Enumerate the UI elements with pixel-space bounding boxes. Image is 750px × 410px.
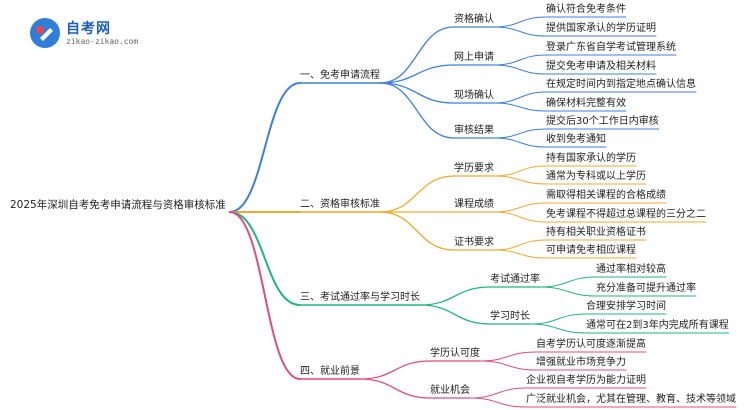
leaf-3-1-1: 通过率相对较高 xyxy=(596,264,666,275)
branch-node-1: 一、免考申请流程 xyxy=(300,70,380,81)
leaf-link-2-2-2 xyxy=(493,211,547,223)
logo-title: 自考网 xyxy=(66,21,111,37)
leaf-link-2-1-1 xyxy=(493,165,547,177)
branch-link-1-1 xyxy=(379,26,455,84)
leaf-2-1-1: 持有国家承认的学历 xyxy=(546,153,636,164)
leaf-4-1-2: 增强就业市场竞争力 xyxy=(536,357,626,368)
branch-link-2-3 xyxy=(379,211,455,251)
leaf-link-1-1-1 xyxy=(493,16,547,28)
logo-emblem-icon xyxy=(30,18,60,48)
root-node: 2025年深圳自考免考申请流程与资格审核标准 xyxy=(10,199,226,211)
branch-link-1-2 xyxy=(379,64,455,84)
leaf-link-1-2-2 xyxy=(493,64,547,75)
subnode-3-1: 考试通过率 xyxy=(490,274,540,285)
leaf-link-1-3-2 xyxy=(493,102,547,112)
branch-link-4-1 xyxy=(359,360,431,380)
leaf-2-3-2: 可申请免考相应课程 xyxy=(546,245,636,256)
root-link-1 xyxy=(228,82,301,213)
leaf-3-2-1: 合理安排学习时间 xyxy=(586,301,666,312)
leaf-1-3-2: 确保材料完整有效 xyxy=(546,98,626,109)
leaf-link-2-2-1 xyxy=(493,202,547,213)
subnode-1-3: 现场确认 xyxy=(454,90,494,101)
branch-link-2-1 xyxy=(379,175,455,213)
leaf-1-4-1: 提交后30个工作日内审核 xyxy=(546,116,659,127)
site-logo[interactable]: 自考网 zikao-zikao.com xyxy=(30,18,140,50)
leaf-link-1-2-1 xyxy=(493,54,547,66)
leaf-link-4-2-1 xyxy=(469,387,527,399)
root-link-4 xyxy=(228,211,301,380)
leaf-1-1-1: 确认符合免考条件 xyxy=(546,4,626,15)
leaf-link-2-3-1 xyxy=(493,239,547,251)
leaf-2-3-1: 持有相关职业资格证书 xyxy=(546,227,646,238)
subnode-1-2: 网上申请 xyxy=(454,52,494,63)
subnode-1-1: 资格确认 xyxy=(454,14,494,25)
subnode-3-2: 学习时长 xyxy=(490,311,530,322)
leaf-link-1-4-1 xyxy=(493,128,547,139)
subnode-2-1: 学历要求 xyxy=(454,163,494,174)
root-link-3 xyxy=(228,211,301,306)
leaf-link-2-1-2 xyxy=(493,175,547,185)
leaf-link-4-1-2 xyxy=(479,360,537,371)
leaf-link-4-1-1 xyxy=(479,351,537,362)
leaf-link-3-1-1 xyxy=(539,276,597,288)
leaf-1-1-2: 提供国家承认的学历证明 xyxy=(546,23,656,34)
subnode-2-2: 课程成绩 xyxy=(454,199,494,210)
leaf-2-2-1: 需取得相关课程的合格成绩 xyxy=(546,190,666,201)
branch-link-3-1 xyxy=(419,286,491,306)
leaf-4-2-1: 企业视自考学历为能力证明 xyxy=(526,375,646,386)
leaf-link-3-1-2 xyxy=(539,286,597,297)
leaf-link-3-2-2 xyxy=(529,323,587,334)
branch-link-3-2 xyxy=(419,304,491,325)
leaf-link-1-3-1 xyxy=(493,91,547,104)
subnode-1-4: 审核结果 xyxy=(454,125,494,136)
leaf-1-2-2: 提交免考申请及相关材料 xyxy=(546,61,656,72)
leaf-link-2-3-2 xyxy=(493,249,547,259)
branch-link-4-2 xyxy=(359,378,431,399)
branch-node-2: 二、资格审核标准 xyxy=(300,199,380,210)
subnode-4-2: 就业机会 xyxy=(430,385,470,396)
branch-node-3: 三、考试通过率与学习时长 xyxy=(300,292,420,303)
leaf-2-1-2: 通常为专科或以上学历 xyxy=(546,171,646,182)
leaf-4-2-2: 广泛就业机会，尤其在管理、教育、技术等领域 xyxy=(526,394,736,405)
leaf-link-1-1-2 xyxy=(493,26,547,37)
logo-subtitle: zikao-zikao.com xyxy=(66,37,139,46)
leaf-2-2-2: 免考课程不得超过总课程的三分之二 xyxy=(546,209,706,220)
leaf-3-1-2: 充分准备可提升通过率 xyxy=(596,283,696,294)
subnode-2-3: 证书要求 xyxy=(454,237,494,248)
leaf-1-2-1: 登录广东省自学考试管理系统 xyxy=(546,42,676,53)
leaf-link-3-2-1 xyxy=(529,313,587,325)
branch-link-1-3 xyxy=(379,82,455,104)
leaf-3-2-2: 通常可在2到3年内完成所有课程 xyxy=(586,320,729,331)
leaf-1-3-1: 在规定时间内到指定地点确认信息 xyxy=(546,79,696,90)
subnode-4-1: 学历认可度 xyxy=(430,348,480,359)
branch-node-4: 四、就业前景 xyxy=(300,366,360,377)
leaf-link-1-4-2 xyxy=(493,137,547,148)
leaf-link-4-2-2 xyxy=(469,397,527,408)
leaf-4-1-1: 自考学历认可度逐渐提高 xyxy=(536,339,646,350)
leaf-1-4-2: 收到免考通知 xyxy=(546,134,606,145)
branch-link-1-4 xyxy=(379,82,455,139)
